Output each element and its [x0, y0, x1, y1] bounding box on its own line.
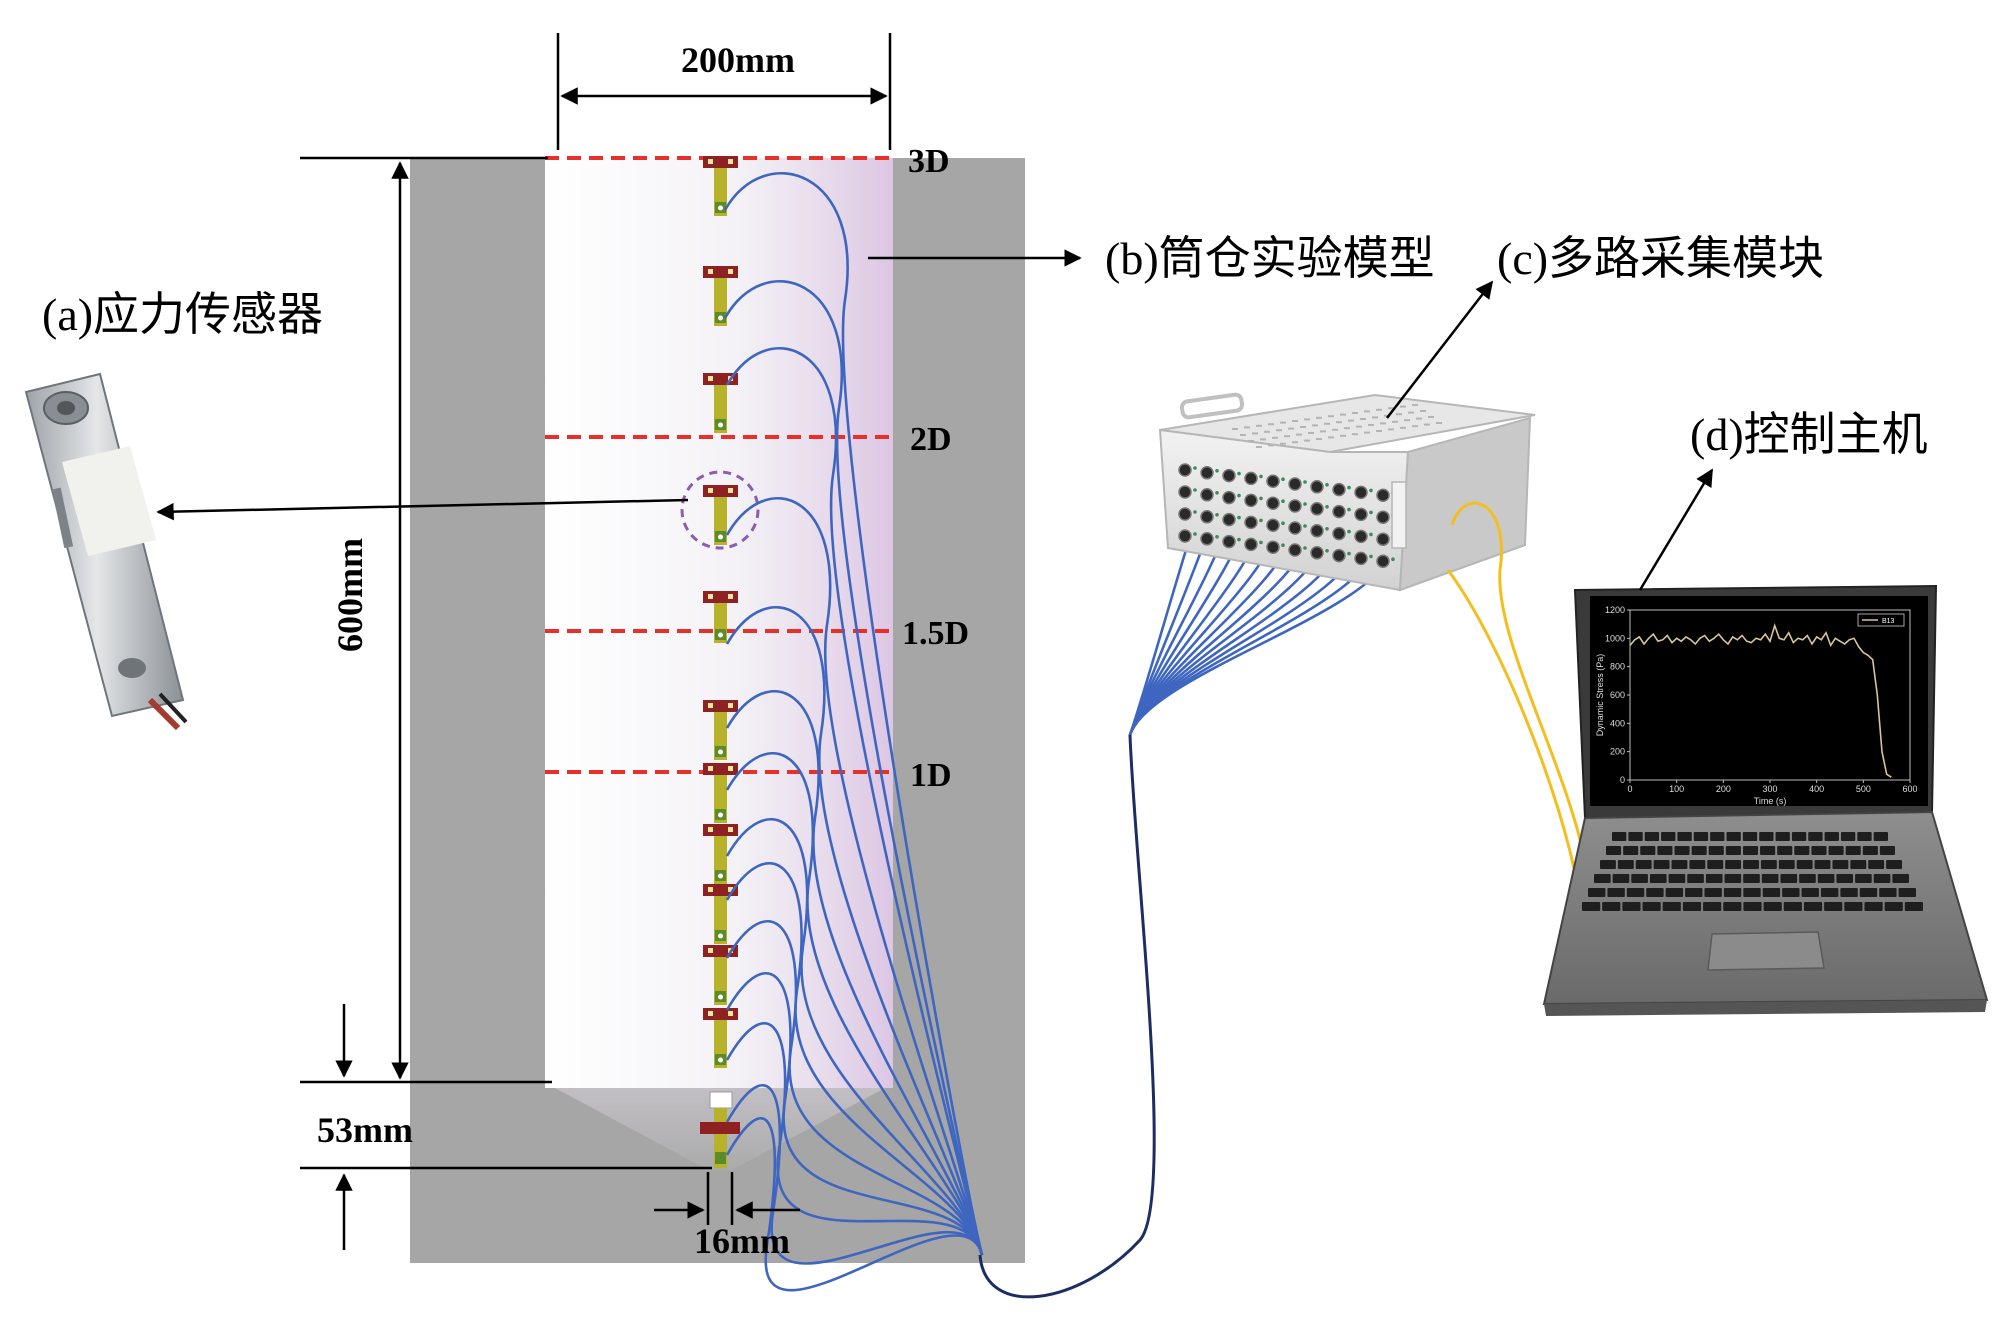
y-tick-label: 800	[1610, 662, 1625, 672]
sensor-cable	[725, 1117, 984, 1292]
x-tick-label: 200	[1716, 784, 1731, 794]
level-label-2d: 2D	[910, 421, 952, 458]
level-label-1-5d: 1.5D	[902, 615, 969, 652]
stress-sensor	[703, 266, 738, 326]
strain-sensor-photo	[24, 372, 188, 731]
hopper-dimension-label: 53mm	[317, 1110, 413, 1150]
stress-sensor	[703, 824, 738, 884]
x-tick-label: 100	[1669, 784, 1684, 794]
stress-sensor	[703, 591, 738, 643]
host-caption: (d)控制主机	[1690, 409, 1928, 460]
vent-holes	[1232, 404, 1442, 448]
y-axis-label: Dynamic Stress (Pa)	[1595, 654, 1605, 737]
stress-sensor	[703, 700, 738, 760]
outlet-dimension-label: 16mm	[694, 1221, 790, 1261]
series-line-b13	[1629, 623, 1892, 778]
sensor-cable	[725, 1084, 984, 1265]
laptop-keyboard	[1582, 832, 1923, 911]
stress-sensor	[703, 156, 738, 216]
screen-chart: 0 100 200 300 400 500 600 0 200 400 600 800 1000 1200…	[1595, 605, 1918, 806]
y-tick-label: 1000	[1605, 633, 1625, 643]
level-label-1d: 1D	[910, 757, 952, 794]
stress-sensor	[703, 763, 738, 823]
width-dimension-label: 200mm	[681, 40, 795, 80]
host-pointer-arrow	[1638, 468, 1714, 591]
legend-label: B13	[1882, 618, 1895, 625]
module-caption: (c)多路采集模块	[1497, 233, 1824, 284]
sensor-cable	[725, 497, 984, 1256]
sensor-column	[700, 156, 740, 1168]
y-tick-label: 200	[1610, 747, 1625, 757]
connector-ports	[1178, 463, 1395, 568]
sensor-cable	[725, 689, 984, 1256]
x-tick-label: 600	[1902, 784, 1917, 794]
laptop-touchpad	[1707, 931, 1825, 971]
stress-sensor	[703, 485, 738, 545]
x-tick-label: 0	[1627, 784, 1632, 794]
sensor-cable	[723, 280, 984, 1256]
dimension-annotations	[300, 33, 892, 1250]
stress-sensor	[703, 1008, 738, 1068]
y-tick-label: 1200	[1605, 605, 1625, 615]
trunk-cable	[978, 734, 1156, 1299]
silo-caption: (b)筒仓实验模型	[1105, 233, 1435, 284]
x-axis-label: Time (s)	[1754, 796, 1787, 806]
stress-sensor	[703, 884, 738, 944]
y-tick-label: 400	[1610, 718, 1625, 728]
x-tick-label: 500	[1856, 784, 1871, 794]
module-pointer-arrow	[1386, 280, 1494, 419]
outlet-sensor	[700, 1091, 740, 1168]
level-label-3d: 3D	[908, 143, 950, 180]
height-dimension-label: 600mm	[330, 538, 370, 652]
y-tick-label: 600	[1610, 690, 1625, 700]
daq-module-device	[1158, 392, 1536, 592]
laptop-computer: 0 100 200 300 400 500 600 0 200 400 600 800 1000 1200…	[1542, 584, 1989, 1016]
x-tick-label: 400	[1809, 784, 1824, 794]
sensor-cable	[723, 172, 984, 1256]
chart-legend-box	[1857, 613, 1905, 627]
sensor-cable	[725, 347, 984, 1256]
x-tick-label: 300	[1762, 784, 1777, 794]
highlighted-sensor-circle	[680, 470, 760, 550]
y-tick-label: 0	[1620, 775, 1625, 785]
sensor-caption: (a)应力传感器	[42, 289, 323, 340]
sensor-pointer-arrow	[156, 498, 689, 521]
gold-cables	[1446, 501, 1588, 889]
